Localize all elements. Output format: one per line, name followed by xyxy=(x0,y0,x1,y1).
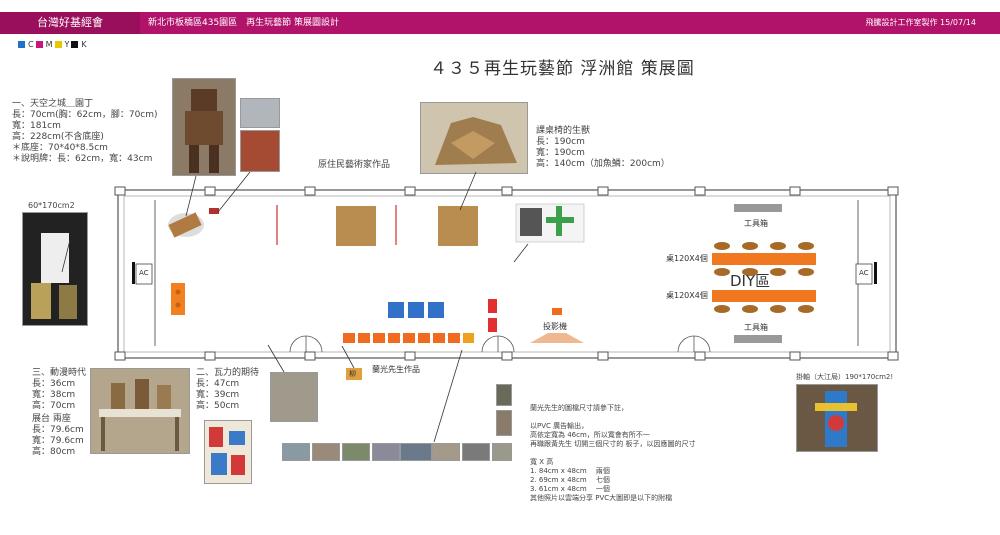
tiles-art-photo xyxy=(204,420,252,484)
pvc-line: 再職跟黃先生 切開三個尺寸的 板子，以因應圖的尺寸 xyxy=(530,440,696,448)
tiles-line: 長：47cm xyxy=(196,379,240,389)
indigenous-label: 原住民藝術家作品 xyxy=(318,160,391,170)
pvc-notes: 蘭光先生的圖檔尺寸請參下註， 以PVC 廣告輸出， 高依定寬為 46cm，所以寬… xyxy=(530,404,695,503)
ac-left-label: AC xyxy=(139,269,149,277)
anime-photo xyxy=(90,368,190,454)
right-banner-icon xyxy=(797,385,877,451)
magenta-swatch xyxy=(35,41,43,48)
photo-thumb xyxy=(462,443,490,461)
beast-line: 課桌椅的生獸 xyxy=(536,126,591,136)
pvc-line xyxy=(530,413,695,422)
pvc-line: 寬 X 高 xyxy=(530,458,554,466)
tool-box-bottom-label: 工具箱 xyxy=(744,323,768,332)
tiles-line: 寬：39cm xyxy=(196,390,240,400)
tiles-line: 高：50cm xyxy=(196,401,240,411)
diy-area-label: DIY區 xyxy=(730,272,771,290)
banner-size-label: 60*170cm2 xyxy=(28,201,75,210)
black-swatch xyxy=(71,41,79,48)
base-line: 展台 兩座 xyxy=(32,414,71,424)
tiles-photo xyxy=(270,372,318,422)
header-bar xyxy=(0,12,1000,34)
cmyk-m: M xyxy=(45,40,53,49)
beast-line: 寬：190cm xyxy=(536,148,585,158)
pvc-line: 其他照片以雲端分享 PVC大圖即是以下的附檔 xyxy=(530,494,673,502)
giant-notes: 一、天空之城＿園丁 長：70cm(胸：62cm，腳：70cm) 寬：181cm … xyxy=(12,99,158,165)
banner-photo xyxy=(22,212,88,326)
giant-line: 長：70cm(胸：62cm，腳：70cm) xyxy=(12,110,158,120)
pvc-line: 蘭光先生的圖檔尺寸請參下註， xyxy=(530,404,628,412)
cmyk-legend: C M Y K xyxy=(18,40,87,49)
anime-line: 三、動漫時代 xyxy=(32,368,87,378)
anime-line: 長：36cm xyxy=(32,379,76,389)
base-line: 長：79.6cm xyxy=(32,425,84,435)
pvc-line: 1. 84cm x 48cm 兩個 xyxy=(530,467,610,475)
cyan-swatch xyxy=(18,41,25,48)
pvc-line: 高依定寬為 46cm，所以寬會有所不一 xyxy=(530,431,650,439)
tiles-line: 二、瓦力的期待 xyxy=(196,368,260,378)
photo-thumb xyxy=(282,443,310,461)
beast-photo xyxy=(420,102,528,174)
yellow-swatch xyxy=(54,41,62,48)
ac-right-label: AC xyxy=(859,269,869,277)
banner-figure-icon xyxy=(23,213,87,325)
base-line: 寬：79.6cm xyxy=(32,436,84,446)
anime-line: 高：70cm xyxy=(32,401,76,411)
small-tag-label: 柳 xyxy=(349,370,356,378)
photo-thumb xyxy=(492,443,512,461)
tiles-notes: 二、瓦力的期待 長：47cm 寬：39cm 高：50cm xyxy=(196,368,259,412)
projector-label: 投影機 xyxy=(543,322,567,331)
anime-notes: 三、動漫時代 長：36cm 寬：38cm 高：70cm xyxy=(32,368,86,412)
right-banner-label: 掛軸（大江局）190*170cm2! xyxy=(796,373,894,381)
giant-line: 高：228cm(不含底座) xyxy=(12,132,104,142)
anime-line: 寬：38cm xyxy=(32,390,76,400)
beast-furniture-icon xyxy=(421,103,527,173)
robot-photo xyxy=(172,78,236,176)
credit-label: 飛騰設計工作室製作 15/07/14 xyxy=(865,18,976,27)
pvc-line: 2. 69cm x 48cm 七個 xyxy=(530,476,610,484)
beast-line: 長：190cm xyxy=(536,137,585,147)
right-banner-photo xyxy=(796,384,878,452)
cmyk-k: K xyxy=(81,40,87,49)
photo-thumb xyxy=(432,443,460,461)
photo-thumb xyxy=(312,443,340,461)
giant-line: 一、天空之城＿園丁 xyxy=(12,99,94,109)
tool-box-top-label: 工具箱 xyxy=(744,219,768,228)
beast-notes: 課桌椅的生獸 長：190cm 寬：190cm 高：140cm（加魚鱗：200cm… xyxy=(536,126,670,170)
cmyk-y: Y xyxy=(64,40,70,49)
page-title: ４３５再生玩藝節 浮洲館 策展圖 xyxy=(430,59,695,79)
table-bottom-label: 桌120X4個 xyxy=(666,291,708,300)
giant-line: 寬：181cm xyxy=(12,121,61,131)
pvc-line: 以PVC 廣告輸出， xyxy=(530,422,589,430)
photo-thumb xyxy=(496,410,512,436)
beast-line: 高：140cm（加魚鱗：200cm） xyxy=(536,159,670,169)
robot-figure-icon xyxy=(173,79,235,175)
table-top-label: 桌120X4個 xyxy=(666,254,708,263)
robot-photo-red xyxy=(240,130,280,172)
photo-thumb xyxy=(400,443,432,461)
robot-photo-small xyxy=(240,98,280,128)
giant-line: ＊底座：70*40*8.5cm xyxy=(12,143,108,153)
cmyk-c: C xyxy=(28,40,34,49)
tiles-art-icon xyxy=(205,421,251,483)
photo-thumb xyxy=(496,384,512,406)
pvc-line xyxy=(530,449,695,458)
pvc-line: 3. 61cm x 48cm 一個 xyxy=(530,485,610,493)
photo-thumb xyxy=(372,443,400,461)
base-notes: 展台 兩座 長：79.6cm 寬：79.6cm 高：80cm xyxy=(32,414,84,458)
base-line: 高：80cm xyxy=(32,447,76,457)
photos-label: 蘭光先生作品 xyxy=(372,365,420,374)
giant-line: ＊說明牌：長：62cm，寬：43cm xyxy=(12,154,153,164)
photo-thumb xyxy=(342,443,370,461)
anime-figure-icon xyxy=(91,369,189,453)
project-label: 新北市板橋區435園區 再生玩藝節 策展圖設計 xyxy=(148,18,340,28)
brand-label: 台灣好基經會 xyxy=(0,12,140,34)
